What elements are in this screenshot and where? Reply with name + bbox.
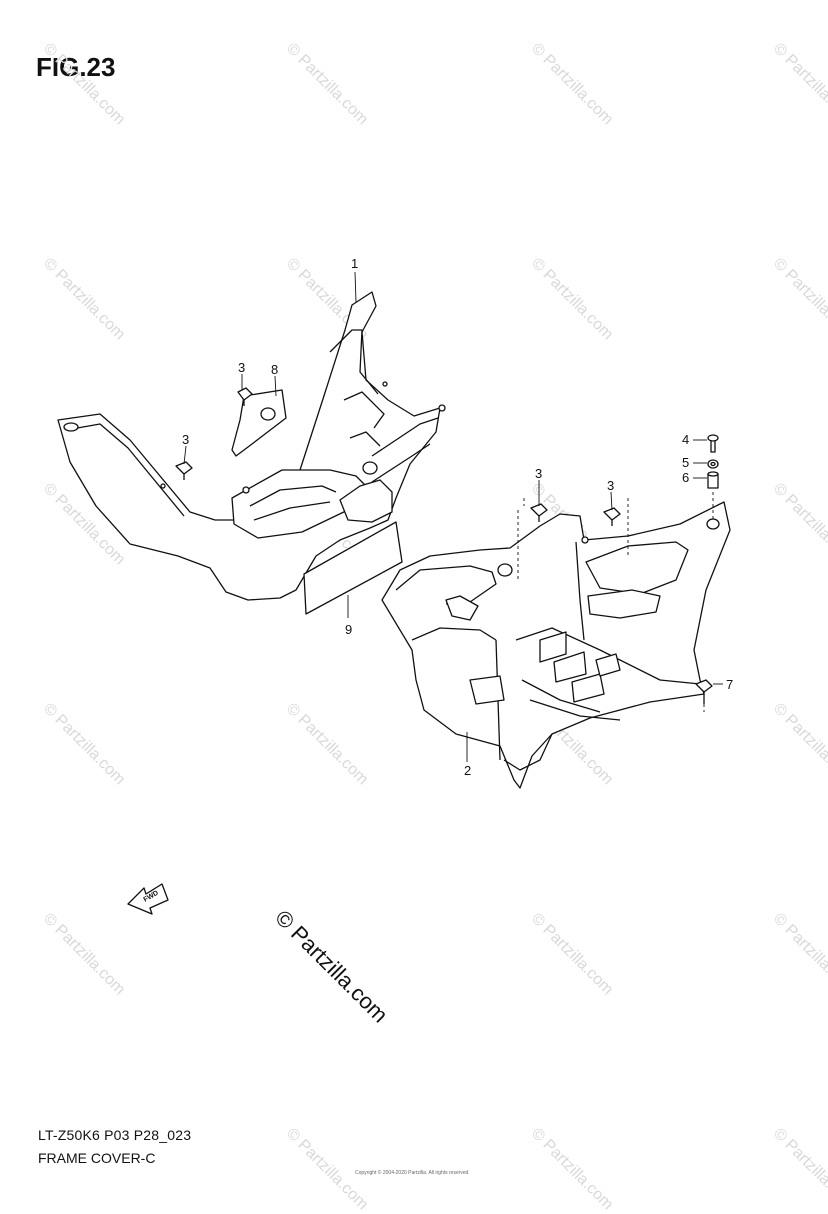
copyright-notice: Copyright © 2004-2020 Partzilla. All rig… (355, 1170, 469, 1176)
model-code: LT-Z50K6 P03 P28_023 (38, 1127, 192, 1143)
callout-3: 3 (182, 432, 189, 447)
part-5-washer (707, 459, 719, 469)
callout-7: 7 (726, 677, 733, 692)
leader-lines (183, 271, 723, 762)
figure-title: FIG.23 (36, 52, 116, 82)
callout-3: 3 (607, 478, 614, 493)
callout-5: 5 (682, 455, 689, 470)
callout-1: 1 (351, 256, 358, 271)
part-9-pad (303, 521, 403, 615)
callout-4: 4 (682, 432, 689, 447)
callout-9: 9 (345, 622, 352, 637)
part-3-clip (237, 387, 253, 406)
callout-8: 8 (271, 362, 278, 377)
part-1-frame-cover-left (57, 291, 446, 601)
part-3-clip (603, 507, 621, 526)
part-7-bolt (695, 679, 713, 704)
part-4-bolt (707, 434, 719, 453)
part-3-clip (530, 503, 548, 522)
part-3-clip (175, 461, 193, 480)
callout-numbers: 1 2 3 3 3 3 4 5 6 7 8 9 (182, 256, 733, 778)
callout-6: 6 (682, 470, 689, 485)
part-2-frame-cover-right (381, 501, 731, 789)
callout-3: 3 (535, 466, 542, 481)
part-8-bracket (231, 389, 287, 457)
part-6-collar (707, 471, 719, 489)
forward-arrow-icon (127, 883, 169, 915)
callout-3: 3 (238, 360, 245, 375)
section-name: FRAME COVER-C (38, 1150, 156, 1166)
callout-2: 2 (464, 763, 471, 778)
